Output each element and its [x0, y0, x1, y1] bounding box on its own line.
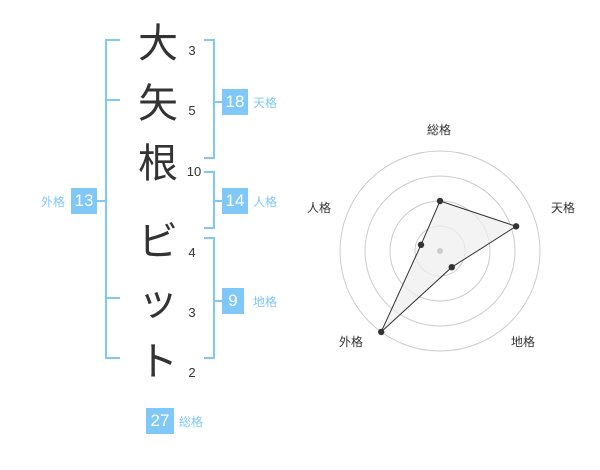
- jinkaku-value: 14: [222, 188, 248, 214]
- gaikaku-value: 13: [71, 188, 97, 214]
- radar-axis-label-chikaku: 地格: [511, 335, 536, 349]
- tenkaku-label: 天格: [253, 96, 278, 110]
- soukaku-label: 総格: [179, 415, 204, 429]
- radar-point-2: [448, 264, 455, 271]
- name-char-4: ビ: [138, 219, 178, 265]
- chikaku-bracket: [204, 237, 215, 359]
- radar-center-point: [437, 248, 443, 254]
- name-char-6: ト: [138, 339, 178, 385]
- soukaku-value: 27: [146, 408, 174, 434]
- radar-axis-label-tenkaku: 天格: [551, 201, 576, 215]
- name-char-2: 矢: [138, 81, 178, 127]
- name-char-5: ッ: [138, 279, 178, 325]
- radar-point-4: [417, 241, 425, 248]
- radar-grid-ring: [339, 150, 541, 352]
- tenkaku-bracket: [204, 39, 215, 159]
- radar-point-1: [512, 223, 520, 230]
- tenkaku-value: 18: [222, 89, 248, 115]
- gaikaku-label: 外格: [41, 195, 66, 209]
- name-char-1: 大: [138, 21, 178, 67]
- radar-axis-label-soukaku: 総格: [427, 123, 452, 137]
- radar-axis-label-gaikaku: 外格: [339, 335, 364, 349]
- name-char-3: 根: [138, 141, 178, 187]
- stroke-count-2: 5: [188, 103, 196, 118]
- stroke-count-3: 10: [186, 164, 202, 179]
- stroke-count-1: 3: [188, 43, 196, 58]
- radar-point-3: [378, 328, 385, 336]
- chikaku-label: 地格: [253, 295, 278, 309]
- stroke-count-6: 2: [188, 365, 196, 380]
- radar-axis-label-jinkaku: 人格: [307, 201, 332, 215]
- stroke-count-5: 3: [188, 305, 196, 320]
- stroke-count-4: 4: [188, 245, 196, 260]
- jinkaku-label: 人格: [253, 195, 278, 209]
- radar-point-0: [436, 197, 444, 205]
- outer-bracket: [105, 39, 120, 359]
- chikaku-value: 9: [222, 288, 244, 314]
- radar-grid-ring: [364, 175, 516, 327]
- radar-polygon: [380, 200, 518, 333]
